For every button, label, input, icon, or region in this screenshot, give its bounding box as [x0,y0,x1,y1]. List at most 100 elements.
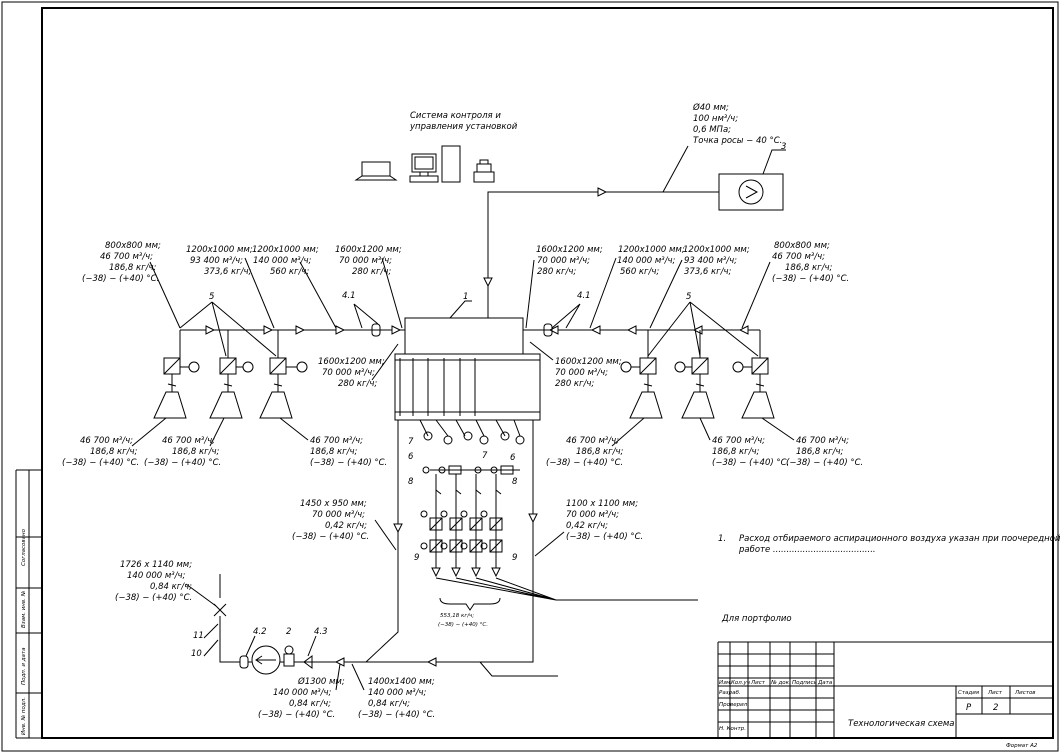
label-top-right-2: 1200x1000 мм; 93 400 м³/ч; 373,6 кг/ч; [649,245,750,329]
position-5-right: 5 [686,292,691,302]
label-top-right-1: 800x800 мм; 46 700 м³/ч; 186,8 кг/ч; (−3… [741,241,849,329]
intake-label-2: 46 700 м³/ч; 186,8 кг/ч; (−38) − (+40) °… [144,417,225,468]
label-top-left-4: 1600x1200 мм; 70 000 м³/ч; 280 кг/ч; [335,245,403,329]
printer-icon [473,159,495,183]
svg-text:1400x1400 мм;: 1400x1400 мм; [368,677,435,687]
svg-text:(−38) − (+40) °С.: (−38) − (+40) °С. [358,710,435,720]
right-air-main [523,323,760,337]
svg-text:1600x1200 мм;: 1600x1200 мм; [335,245,402,255]
role-norm-control: Н. Контр. [719,726,746,732]
svg-text:93 400 м³/ч;: 93 400 м³/ч; [684,256,737,266]
leader-5-right [647,301,759,357]
label-top-left-3: 1200x1000 мм; 140 000 м³/ч; 560 кг/ч; [252,245,337,329]
svg-text:(−38) − (+40) °С.: (−38) − (+40) °С. [292,532,369,542]
stage-value: Р [966,703,972,713]
svg-text:0,6 МПа;: 0,6 МПа; [693,125,731,135]
right-branches [620,330,775,419]
leader-41-right [551,303,581,329]
intake-label-1: 46 700 м³/ч; 186,8 кг/ч; (−38) − (+40) °… [62,417,167,468]
svg-text:0,84 кг/ч;: 0,84 кг/ч; [289,699,331,709]
svg-text:186,8 кг/ч;: 186,8 кг/ч; [310,447,358,457]
air-leader-line [662,145,689,193]
position-41-left: 4.1 [342,291,356,301]
svg-text:1450 x 950 мм;: 1450 x 950 мм; [300,499,367,509]
svg-text:186,8 кг/ч;: 186,8 кг/ч; [172,447,220,457]
svg-text:7: 7 [408,437,414,447]
svg-text:0,84 кг/ч;: 0,84 кг/ч; [150,582,192,592]
side-stamp-replace: Взам. инв. № [21,590,27,628]
svg-text:1200x1000 мм;: 1200x1000 мм; [252,245,319,255]
note-line1: Расход отбираемого аспирационного воздух… [739,534,1060,544]
svg-text:46 700 м³/ч;: 46 700 м³/ч; [80,436,133,446]
svg-text:280 кг/ч;: 280 кг/ч; [555,379,594,389]
svg-text:46 700 м³/ч;: 46 700 м³/ч; [772,252,825,262]
svg-text:(−38) − (+40) °С.: (−38) − (+40) °С. [772,274,849,284]
leader-10-11 [203,623,219,657]
label-top-left-1: 800x800 мм; 46 700 м³/ч; 186,8 кг/ч; (−3… [82,241,181,329]
svg-text:Листов: Листов [1014,690,1036,696]
svg-text:Кол.уч: Кол.уч [731,680,751,686]
fan-assembly [213,574,320,675]
svg-text:70 000 м³/ч;: 70 000 м³/ч; [555,368,608,378]
left-block-label: 1726 x 1140 мм; 140 000 м³/ч; 0,84 кг/ч;… [115,560,217,607]
laptop-icon [354,161,398,181]
intake-label-4: 46 700 м³/ч; 186,8 кг/ч; (−38) − (+40) °… [546,417,645,468]
intake-label-3: 46 700 м³/ч; 186,8 кг/ч; (−38) − (+40) °… [279,417,387,468]
svg-text:(−38) − (+40) °С.: (−38) − (+40) °С. [62,458,139,468]
side-stamp: Согласовано Взам. инв. № Подп. и дата Ин… [15,469,42,739]
role-developer: Разраб. [719,690,741,696]
title-block: Изм. Кол.уч Лист № док. Подпись Дата Раз… [717,641,1053,749]
position-1: 1 [463,292,468,302]
svg-text:1200x1000 мм;: 1200x1000 мм; [186,245,253,255]
svg-text:6: 6 [408,452,414,462]
svg-text:1600x1200 мм;: 1600x1200 мм; [555,357,622,367]
svg-text:Ø1300 мм;: Ø1300 мм; [297,676,345,687]
svg-text:70 000 м³/ч;: 70 000 м³/ч; [566,510,619,520]
svg-text:186,8 кг/ч;: 186,8 кг/ч; [576,447,624,457]
svg-text:0,42 кг/ч;: 0,42 кг/ч; [325,521,367,531]
svg-text:№ док.: № док. [770,680,791,686]
bottom-label-1: Ø1300 мм; 140 000 м³/ч; 0,84 кг/ч; (−38)… [258,663,345,720]
svg-text:Стадия: Стадия [958,690,980,696]
svg-text:140 000 м³/ч;: 140 000 м³/ч; [368,688,427,698]
position-41-right: 4.1 [577,291,591,301]
svg-text:(−38) − (+40) °С.: (−38) − (+40) °С. [310,458,387,468]
leader-5-left [179,301,277,357]
svg-text:Точка росы − 40 °С.: Точка росы − 40 °С. [693,136,782,146]
bottom-label-2: 1400x1400 мм; 140 000 м³/ч; 0,84 кг/ч; (… [351,663,435,720]
leader-42 [245,635,256,657]
svg-text:373,6 кг/ч;: 373,6 кг/ч; [684,267,732,277]
svg-text:46 700 м³/ч;: 46 700 м³/ч; [566,436,619,446]
svg-text:140 000 м³/ч;: 140 000 м³/ч; [273,688,332,698]
sheet-value: 2 [993,703,998,713]
svg-text:186,8 кг/ч;: 186,8 кг/ч; [796,447,844,457]
svg-text:0,84 кг/ч;: 0,84 кг/ч; [368,699,410,709]
svg-text:46 700 м³/ч;: 46 700 м³/ч; [310,436,363,446]
svg-text:9: 9 [512,553,517,563]
svg-text:560 кг/ч;: 560 кг/ч; [620,267,659,277]
intake-label-5: 46 700 м³/ч; 186,8 кг/ч; (−38) − (+40) °… [699,417,789,468]
svg-text:6: 6 [510,453,516,463]
position-3: 3 [781,142,786,152]
compressor-unit [718,149,786,211]
svg-text:8: 8 [408,477,414,487]
label-top-left-2: 1200x1000 мм; 93 400 м³/ч; 373,6 кг/ч; [186,245,275,329]
label-top-right-4: 1600x1200 мм; 70 000 м³/ч; 280 кг/ч; [525,245,603,329]
svg-text:46 700 м³/ч;: 46 700 м³/ч; [100,252,153,262]
flow-arrow [483,277,493,288]
position-42: 4.2 [253,627,267,637]
svg-text:(−38) − (+40) °С.: (−38) − (+40) °С. [712,458,789,468]
regeneration-section [419,419,698,611]
svg-text:46 700 м³/ч;: 46 700 м³/ч; [796,436,849,446]
svg-text:1200x1000 мм;: 1200x1000 мм; [683,245,750,255]
label-top-right-3: 1200x1000 мм; 140 000 м³/ч; 560 кг/ч; [589,245,685,329]
left-branches [153,330,308,419]
svg-text:800x800 мм;: 800x800 мм; [774,241,830,251]
flow-arrow [597,187,608,197]
format-label: Формат А2 [1006,743,1038,749]
duct-right-label: 1100 x 1100 мм; 70 000 м³/ч; 0,42 кг/ч; … [534,499,643,557]
svg-text:140 000 м³/ч;: 140 000 м³/ч; [617,256,676,266]
svg-text:186,8 кг/ч;: 186,8 кг/ч; [785,263,833,273]
svg-text:100 нм³/ч;: 100 нм³/ч; [693,114,738,124]
